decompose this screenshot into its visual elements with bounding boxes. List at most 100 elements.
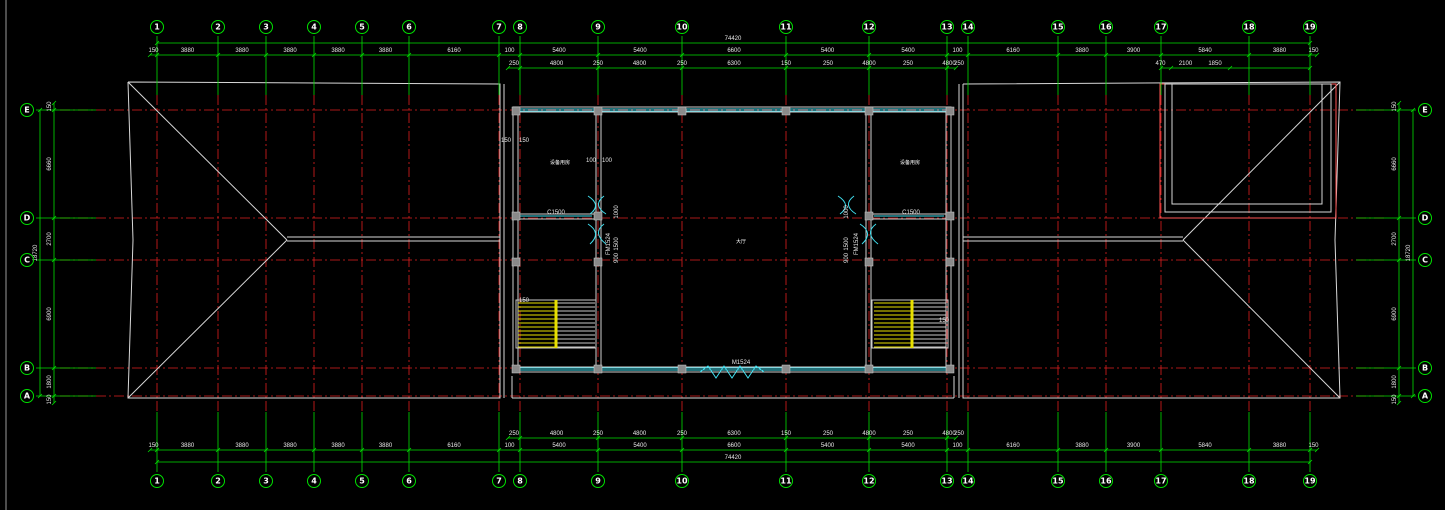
- dim-label-bottom: 6160: [447, 443, 461, 449]
- axis-bubble: [355, 20, 369, 34]
- dim-label-top: 150: [148, 48, 159, 54]
- axis-bubble: [675, 474, 689, 488]
- axis-bubble: [862, 20, 876, 34]
- left-stair: [515, 299, 597, 349]
- axis-bubble: [961, 474, 975, 488]
- dim-label-top: 3900: [1127, 48, 1141, 54]
- dim-tick: [37, 107, 43, 113]
- dim-tick: [1307, 447, 1313, 453]
- axis-bubble: [259, 474, 273, 488]
- left-total-dim: 18720: [33, 244, 39, 261]
- dim-tick: [496, 52, 502, 58]
- dim-tick: [215, 447, 221, 453]
- dim-tick: [866, 447, 872, 453]
- axis-bubble: [1154, 20, 1168, 34]
- axis-bubble-label: 4: [311, 477, 317, 486]
- dim-label-100b: 100: [602, 158, 613, 164]
- axis-bubble-label: 4: [311, 23, 317, 32]
- dim-tick: [1307, 65, 1313, 71]
- axis-bubble: [1099, 474, 1113, 488]
- dim-tick: [965, 447, 971, 453]
- axis-bubble-label: 1: [154, 23, 160, 32]
- dim-label-top: 6160: [1006, 48, 1020, 54]
- axis-bubble-label: 19: [1304, 477, 1316, 486]
- axis-bubble-label: 5: [359, 23, 365, 32]
- dim-label-100a: 100: [586, 158, 597, 164]
- dim-label-bottom: 3880: [1075, 443, 1089, 449]
- dim-tick: [1396, 400, 1402, 406]
- axis-bubble: [307, 474, 321, 488]
- axis-bubble: [492, 474, 506, 488]
- dim-label-top: 5400: [633, 48, 647, 54]
- axis-bubble-label: E: [24, 106, 29, 115]
- dim-tick: [311, 447, 317, 453]
- dim-label-bottom-inner: 250: [954, 431, 965, 437]
- dim-tick: [1246, 52, 1252, 58]
- dim-tick: [263, 52, 269, 58]
- axis-bubble: [675, 20, 689, 34]
- dim-label-left: 6660: [47, 157, 53, 171]
- dim-tick: [51, 393, 57, 399]
- dim-tick: [679, 52, 685, 58]
- axis-bubble-label: 10: [676, 23, 688, 32]
- axis-bubble-label: 1: [154, 477, 160, 486]
- dim-tick: [51, 107, 57, 113]
- axis-bubble-label: 18: [1243, 477, 1255, 486]
- dim-label-bottom: 100: [504, 443, 515, 449]
- dim-tick: [51, 257, 57, 263]
- axis-bubble-label: 18: [1243, 23, 1255, 32]
- dim-label-top: 3880: [1075, 48, 1089, 54]
- dim-label-top: 3880: [331, 48, 345, 54]
- dim-tick: [517, 52, 523, 58]
- dim-tick: [51, 215, 57, 221]
- dim-tick: [517, 65, 523, 71]
- dim-label-bottom: 3880: [283, 443, 297, 449]
- dim-label-1000b: 1000: [844, 205, 850, 219]
- dim-tick: [1055, 447, 1061, 453]
- axis-bubble: [1418, 389, 1432, 403]
- dim-label-bottom: 5400: [552, 443, 566, 449]
- axis-bubble-label: 19: [1304, 23, 1316, 32]
- axis-bubble: [402, 474, 416, 488]
- dim-label-right: 6900: [1392, 307, 1398, 321]
- dim-label-top: 5400: [901, 48, 915, 54]
- structural-column: [677, 106, 687, 116]
- dim-tick: [1410, 107, 1416, 113]
- axis-bubble: [1418, 253, 1432, 267]
- dim-tick: [1103, 447, 1109, 453]
- axis-bubble: [1051, 20, 1065, 34]
- dim-tick: [406, 447, 412, 453]
- dim-tick: [965, 52, 971, 58]
- overall-dimension-top: 74420: [725, 36, 742, 42]
- structural-column: [677, 364, 687, 374]
- dim-label-900b: 900: [844, 252, 850, 263]
- dim-tick: [1396, 365, 1402, 371]
- dim-tick: [1314, 52, 1320, 58]
- dim-label-top-right: 470: [1155, 61, 1166, 67]
- axis-bubble: [940, 474, 954, 488]
- dim-label-1000a: 1000: [614, 205, 620, 219]
- dim-tick: [496, 447, 502, 453]
- axis-bubble: [492, 20, 506, 34]
- axis-bubble: [862, 474, 876, 488]
- dim-label-1500b: 1500: [844, 237, 850, 251]
- right-total-dim: 18720: [1406, 244, 1412, 261]
- structural-column: [945, 211, 955, 221]
- dim-label-bottom: 150: [1308, 443, 1319, 449]
- dim-tick: [1158, 65, 1164, 71]
- dim-label-top: 3880: [181, 48, 195, 54]
- dim-tick: [783, 65, 789, 71]
- dim-label-top: 5400: [552, 48, 566, 54]
- structural-column: [864, 211, 874, 221]
- structural-column: [511, 106, 521, 116]
- dim-tick: [679, 65, 685, 71]
- dim-tick: [406, 52, 412, 58]
- axis-bubble-label: 13: [941, 23, 952, 32]
- left-hip-roof: [127, 81, 505, 399]
- axis-bubble: [307, 20, 321, 34]
- dim-label-top: 100: [952, 48, 963, 54]
- dim-label-bottom-inner: 4800: [942, 431, 956, 437]
- dim-tick: [154, 447, 160, 453]
- dim-label-bottom-inner: 4800: [633, 431, 647, 437]
